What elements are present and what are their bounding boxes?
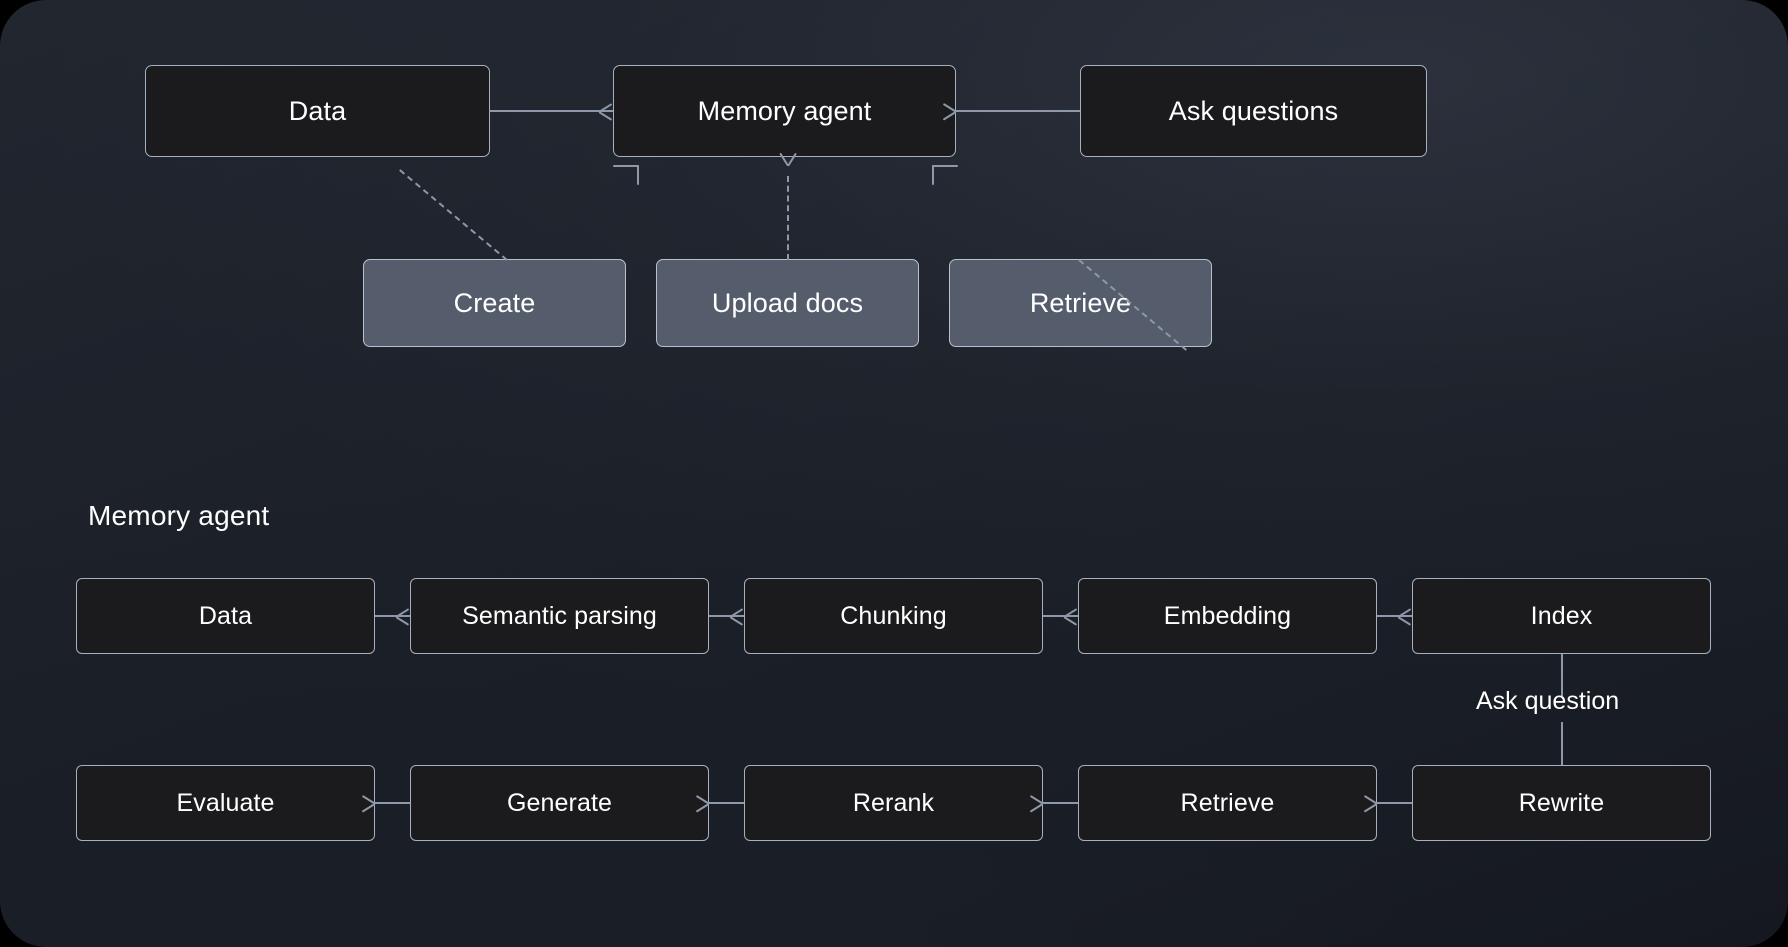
node-label: Embedding	[1163, 601, 1292, 630]
edge-ask-questions-to-memory-agent	[956, 110, 1080, 112]
edge-data-to-memory-agent	[490, 110, 613, 112]
node-detail-index[interactable]: Index	[1412, 578, 1711, 654]
edge-semantic-parsing-to-chunking	[709, 615, 744, 617]
edge-retrieve-to-rerank	[1043, 802, 1078, 804]
node-detail-semantic-parsing[interactable]: Semantic parsing	[410, 578, 709, 654]
node-label: Evaluate	[176, 788, 275, 817]
edge-data-to-semantic-parsing	[375, 615, 410, 617]
edge-index-to-rewrite-lower	[1561, 722, 1563, 766]
node-upload-docs[interactable]: Upload docs	[656, 259, 919, 347]
node-detail-evaluate[interactable]: Evaluate	[76, 765, 375, 841]
node-ask-questions[interactable]: Ask questions	[1080, 65, 1427, 157]
node-label: Data	[198, 601, 253, 630]
node-label: Semantic parsing	[462, 601, 657, 630]
node-detail-rewrite[interactable]: Rewrite	[1412, 765, 1711, 841]
node-label: Index	[1530, 601, 1593, 630]
edge-generate-to-evaluate	[375, 802, 410, 804]
node-label: Ask questions	[1168, 95, 1339, 126]
node-label: Retrieve	[1180, 788, 1275, 817]
node-label: Memory agent	[697, 95, 872, 126]
node-memory-agent[interactable]: Memory agent	[613, 65, 956, 157]
node-label: Upload docs	[711, 287, 864, 318]
node-detail-data[interactable]: Data	[76, 578, 375, 654]
edge-chunking-to-embedding	[1043, 615, 1078, 617]
node-label: Create	[453, 287, 536, 318]
node-label: Retrieve	[1029, 287, 1132, 318]
node-detail-retrieve[interactable]: Retrieve	[1078, 765, 1377, 841]
node-detail-generate[interactable]: Generate	[410, 765, 709, 841]
node-create[interactable]: Create	[363, 259, 626, 347]
node-data-overview[interactable]: Data	[145, 65, 490, 157]
section-title-memory-agent: Memory agent	[88, 500, 270, 531]
node-detail-rerank[interactable]: Rerank	[744, 765, 1043, 841]
node-label: Rewrite	[1518, 788, 1605, 817]
edge-rewrite-to-retrieve	[1377, 802, 1412, 804]
node-detail-embedding[interactable]: Embedding	[1078, 578, 1377, 654]
node-label: Generate	[506, 788, 613, 817]
edge-label-ask-question: Ask question	[1476, 687, 1620, 715]
edge-index-to-rewrite-upper	[1561, 654, 1563, 696]
node-retrieve-overview[interactable]: Retrieve	[949, 259, 1212, 347]
edge-embedding-to-index	[1377, 615, 1412, 617]
node-label: Data	[288, 95, 347, 126]
edge-rerank-to-generate	[709, 802, 744, 804]
node-label: Chunking	[840, 601, 947, 630]
edge-upload-docs-to-memory-agent	[787, 176, 789, 260]
edge-create-to-memory-agent	[399, 169, 508, 261]
node-label: Rerank	[852, 788, 935, 817]
node-detail-chunking[interactable]: Chunking	[744, 578, 1043, 654]
